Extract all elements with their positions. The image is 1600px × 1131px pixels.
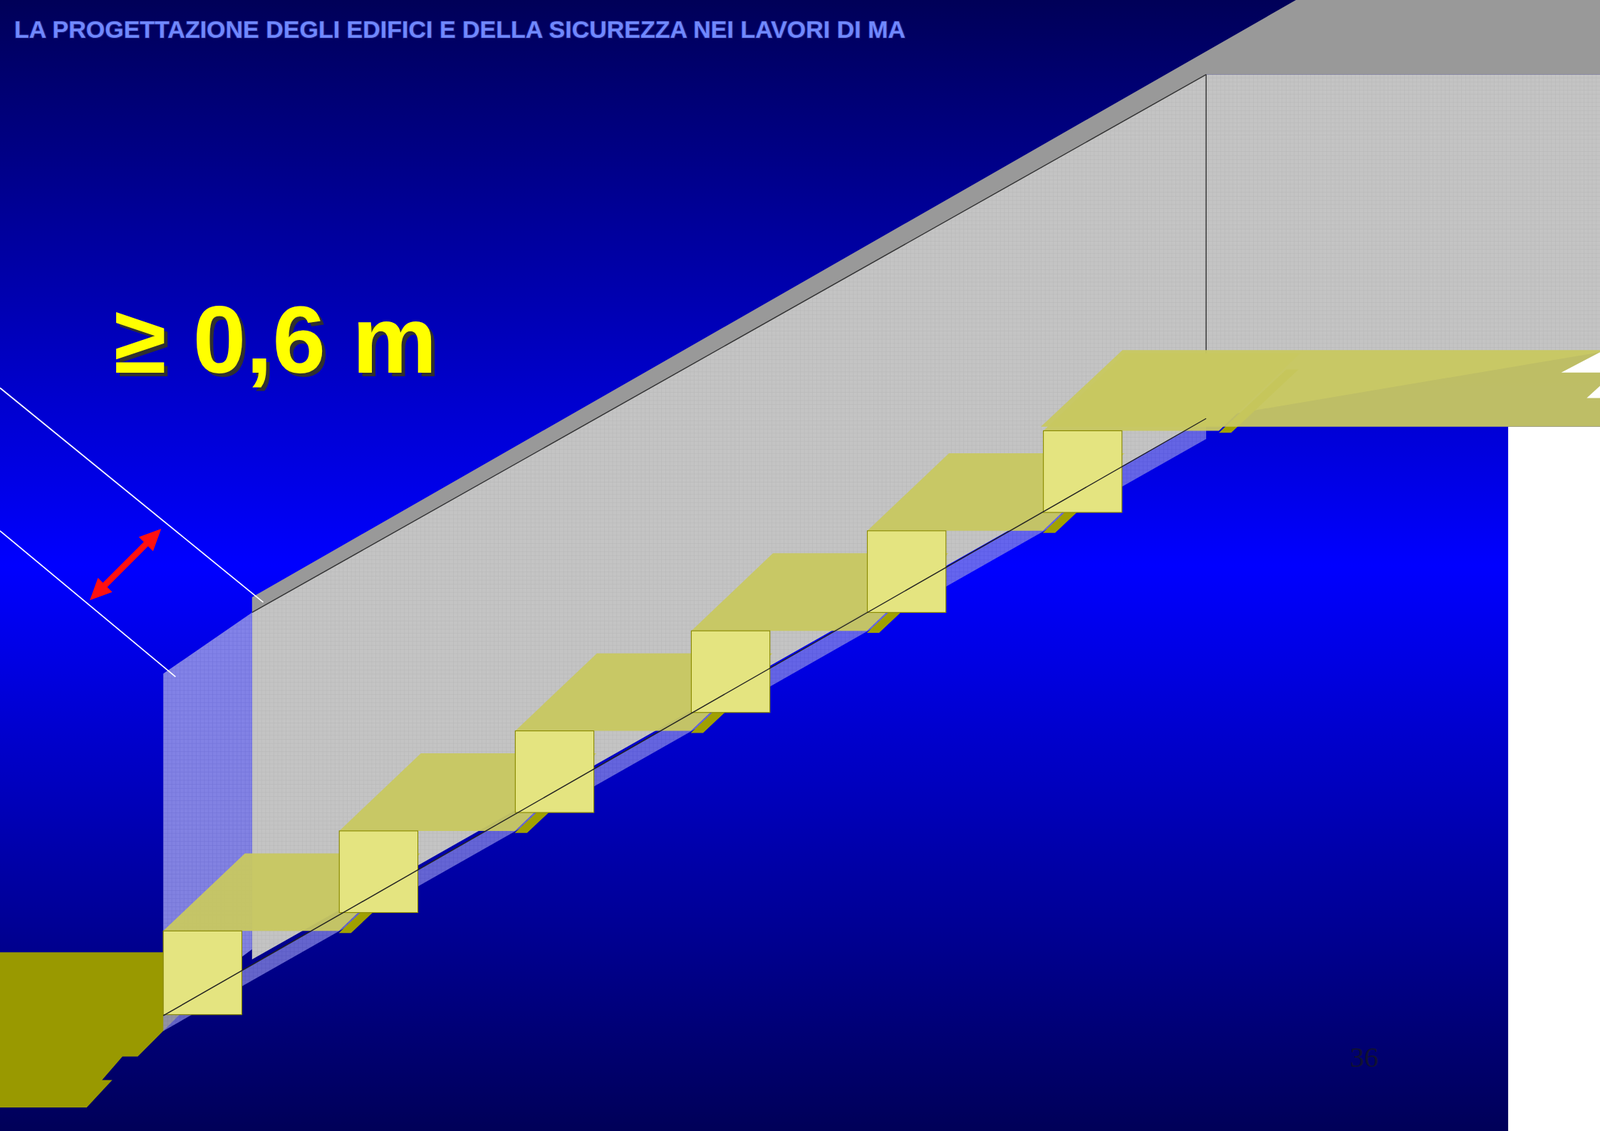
white-margin — [1508, 426, 1600, 1131]
stringer — [163, 418, 1207, 1031]
dimension-arrow — [89, 528, 161, 600]
side-wall — [252, 74, 1600, 960]
dimension-line — [0, 530, 176, 677]
free-side — [163, 611, 253, 1016]
upper-landing — [1040, 349, 1600, 427]
slide-title: LA PROGETTAZIONE DEGLI EDIFICI E DELLA S… — [14, 15, 906, 44]
page-number: 36 — [1349, 1040, 1379, 1074]
dimension-line — [0, 387, 264, 602]
lower-floor — [0, 951, 189, 1108]
dimension-label: ≥ 0,6 m — [113, 284, 437, 394]
